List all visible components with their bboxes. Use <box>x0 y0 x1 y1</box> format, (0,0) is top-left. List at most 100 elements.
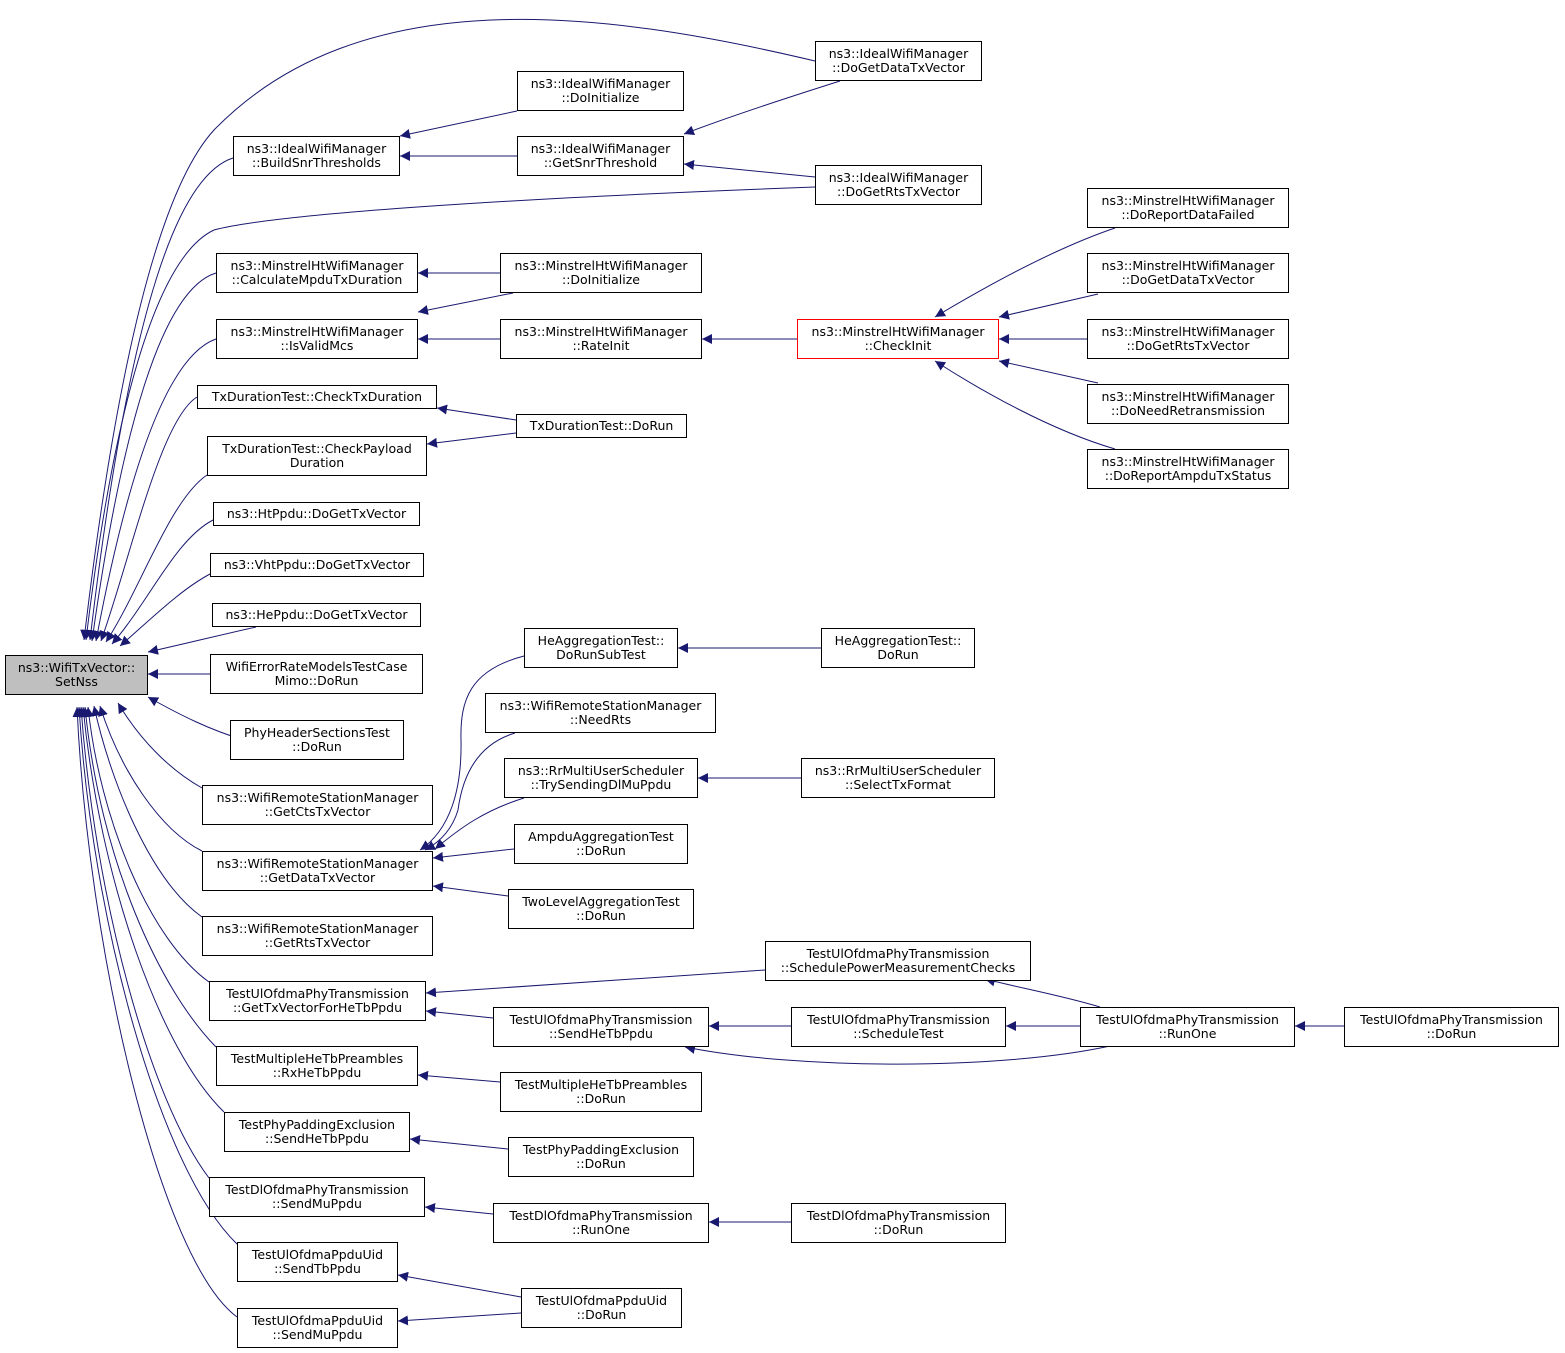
node-mht-ampdu[interactable]: ns3::MinstrelHtWifiManager ::DoReportAmp… <box>1087 449 1289 489</box>
node-uid-tb[interactable]: TestUlOfdmaPpduUid ::SendTbPpdu <box>237 1242 398 1282</box>
node-mht-needretx[interactable]: ns3::MinstrelHtWifiManager ::DoNeedRetra… <box>1087 384 1289 424</box>
node-mht-rts[interactable]: ns3::MinstrelHtWifiManager ::DoGetRtsTxV… <box>1087 319 1289 359</box>
call-edge <box>91 705 203 918</box>
node-mht-rateinit[interactable]: ns3::MinstrelHtWifiManager ::RateInit <box>500 319 702 359</box>
node-twolevel-run[interactable]: TwoLevelAggregationTest ::DoRun <box>508 889 694 929</box>
node-mht-checkinit[interactable]: ns3::MinstrelHtWifiManager ::CheckInit <box>797 319 999 359</box>
node-ideal-data[interactable]: ns3::IdealWifiManager ::DoGetDataTxVecto… <box>815 41 982 81</box>
node-vhtppdu[interactable]: ns3::VhtPpdu::DoGetTxVector <box>210 553 424 577</box>
call-edge <box>86 157 234 641</box>
node-label: ns3::WifiRemoteStationManager <box>499 697 702 713</box>
node-heppdu[interactable]: ns3::HePpdu::DoGetTxVector <box>212 603 421 627</box>
node-label: ::DoRun <box>1426 1026 1477 1041</box>
node-rr-trysend[interactable]: ns3::RrMultiUserScheduler ::TrySendingDl… <box>504 758 698 798</box>
node-ideal-rts[interactable]: ns3::IdealWifiManager ::DoGetRtsTxVector <box>815 165 982 205</box>
call-edge <box>79 706 225 1113</box>
node-dl-dorun[interactable]: TestDlOfdmaPhyTransmission ::DoRun <box>791 1203 1006 1243</box>
node-mht-calc[interactable]: ns3::MinstrelHtWifiManager ::CalculateMp… <box>216 253 418 293</box>
node-label: TestPhyPaddingExclusion <box>522 1141 680 1157</box>
node-heagg-sub[interactable]: HeAggregationTest:: DoRunSubTest <box>524 628 678 668</box>
node-label: ns3::MinstrelHtWifiManager <box>514 323 688 339</box>
node-pad-send[interactable]: TestPhyPaddingExclusion ::SendHeTbPpdu <box>224 1112 410 1152</box>
node-errmimo[interactable]: WifiErrorRateModelsTestCase Mimo::DoRun <box>210 654 423 694</box>
node-ideal-doinit[interactable]: ns3::IdealWifiManager ::DoInitialize <box>517 71 684 111</box>
node-label: ::DoRun <box>873 1222 924 1237</box>
call-edge <box>426 432 517 448</box>
node-ul-runone[interactable]: TestUlOfdmaPhyTransmission ::RunOne <box>1080 1007 1295 1047</box>
node-label: TestUlOfdmaPhyTransmission <box>807 1011 990 1027</box>
node-mht-isvalid[interactable]: ns3::MinstrelHtWifiManager ::IsValidMcs <box>216 319 418 359</box>
node-ul-sendhetb[interactable]: TestUlOfdmaPhyTransmission ::SendHeTbPpd… <box>493 1007 709 1047</box>
node-label: ::SchedulePowerMeasurementChecks <box>780 960 1016 975</box>
node-label: TestUlOfdmaPhyTransmission <box>1096 1011 1279 1027</box>
node-htppdu[interactable]: ns3::HtPpdu::DoGetTxVector <box>213 502 420 526</box>
node-mhetb-run[interactable]: TestMultipleHeTbPreambles ::DoRun <box>500 1072 702 1112</box>
node-heagg-run[interactable]: HeAggregationTest:: DoRun <box>821 628 975 668</box>
node-mht-data[interactable]: ns3::MinstrelHtWifiManager ::DoGetDataTx… <box>1087 253 1289 293</box>
node-dl-send[interactable]: TestDlOfdmaPhyTransmission ::SendMuPpdu <box>209 1177 425 1217</box>
node-ul-gettx[interactable]: TestUlOfdmaPhyTransmission ::GetTxVector… <box>209 981 426 1021</box>
call-edge <box>417 292 514 315</box>
call-edge <box>432 882 509 897</box>
node-label: HeAggregationTest:: <box>834 632 962 648</box>
node-pad-run[interactable]: TestPhyPaddingExclusion ::DoRun <box>508 1137 694 1177</box>
call-edge <box>409 1135 509 1150</box>
call-edge <box>82 186 816 641</box>
node-label: TxDurationTest::CheckTxDuration <box>211 388 423 404</box>
node-wrsm-needrts[interactable]: ns3::WifiRemoteStationManager ::NeedRts <box>485 693 716 733</box>
node-label: ::SelectTxFormat <box>844 777 952 792</box>
node-label: ::NeedRts <box>569 712 632 727</box>
node-ul-dorun[interactable]: TestUlOfdmaPhyTransmission ::DoRun <box>1344 1007 1559 1047</box>
node-label: ::RxHeTbPpdu <box>272 1065 362 1080</box>
node-label: ns3::WifiRemoteStationManager <box>216 789 419 805</box>
node-label: ns3::IdealWifiManager <box>530 140 671 156</box>
node-label: TestMultipleHeTbPreambles <box>514 1076 688 1092</box>
node-label: ns3::RrMultiUserScheduler <box>517 762 685 778</box>
node-label: ns3::MinstrelHtWifiManager <box>1101 453 1275 469</box>
call-edge <box>119 573 211 647</box>
node-label: ::GetDataTxVector <box>259 870 376 885</box>
node-label: DoRun <box>877 647 919 662</box>
node-label: ::DoRun <box>292 739 342 754</box>
node-ul-schedtest[interactable]: TestUlOfdmaPhyTransmission ::ScheduleTes… <box>791 1007 1006 1047</box>
node-label: ns3::IdealWifiManager <box>530 75 671 91</box>
call-edge <box>76 706 210 1179</box>
node-uid-run[interactable]: TestUlOfdmaPpduUid ::DoRun <box>521 1288 682 1328</box>
node-mht-doinit[interactable]: ns3::MinstrelHtWifiManager ::DoInitializ… <box>500 253 702 293</box>
node-uid-mu[interactable]: TestUlOfdmaPpduUid ::SendMuPpdu <box>237 1308 398 1348</box>
node-label: TestUlOfdmaPpduUid <box>251 1246 384 1262</box>
node-label: ::DoInitialize <box>561 90 640 105</box>
node-label: ns3::MinstrelHtWifiManager <box>1101 388 1275 404</box>
call-edge <box>425 969 766 998</box>
node-phyhdr[interactable]: PhyHeaderSectionsTest ::DoRun <box>230 720 404 760</box>
node-label: ::DoRun <box>576 843 626 858</box>
node-ul-schedpower[interactable]: TestUlOfdmaPhyTransmission ::SchedulePow… <box>765 941 1031 981</box>
node-wrsm-cts[interactable]: ns3::WifiRemoteStationManager ::GetCtsTx… <box>202 785 433 825</box>
node-dl-runone[interactable]: TestDlOfdmaPhyTransmission ::RunOne <box>493 1203 709 1243</box>
node-label: TxDurationTest::CheckPayload <box>222 440 412 456</box>
node-label: ::DoGetRtsTxVector <box>837 184 960 199</box>
node-label: Mimo::DoRun <box>274 673 359 688</box>
node-txd-checkpayload[interactable]: TxDurationTest::CheckPayload Duration <box>207 436 427 476</box>
node-label: ns3::IdealWifiManager <box>828 45 969 61</box>
node-ampdu-run[interactable]: AmpduAggregationTest ::DoRun <box>514 824 688 864</box>
node-ideal-build[interactable]: ns3::IdealWifiManager ::BuildSnrThreshol… <box>233 136 400 176</box>
call-edge <box>419 655 525 851</box>
node-label: ::BuildSnrThresholds <box>252 155 381 170</box>
node-label: TestUlOfdmaPhyTransmission <box>509 1011 693 1027</box>
node-txd-dorun[interactable]: TxDurationTest::DoRun <box>516 414 687 438</box>
node-rr-select[interactable]: ns3::RrMultiUserScheduler ::SelectTxForm… <box>801 758 995 798</box>
node-label: SetNss <box>55 674 98 689</box>
node-wrsm-data[interactable]: ns3::WifiRemoteStationManager ::GetDataT… <box>202 851 433 891</box>
node-ideal-getsnr[interactable]: ns3::IdealWifiManager ::GetSnrThreshold <box>517 136 684 176</box>
call-edge <box>399 110 518 139</box>
call-edge <box>683 160 816 178</box>
node-txd-checktx[interactable]: TxDurationTest::CheckTxDuration <box>197 385 437 409</box>
call-edge <box>98 705 203 852</box>
node-label: ns3::MinstrelHtWifiManager <box>1101 257 1275 273</box>
node-mht-reportfailed[interactable]: ns3::MinstrelHtWifiManager ::DoReportDat… <box>1087 188 1289 228</box>
call-edge <box>84 706 210 983</box>
node-label: ::SendTbPpdu <box>274 1261 361 1276</box>
node-wrsm-rts[interactable]: ns3::WifiRemoteStationManager ::GetRtsTx… <box>202 916 433 956</box>
node-mhetb-rx[interactable]: TestMultipleHeTbPreambles ::RxHeTbPpdu <box>216 1046 418 1086</box>
